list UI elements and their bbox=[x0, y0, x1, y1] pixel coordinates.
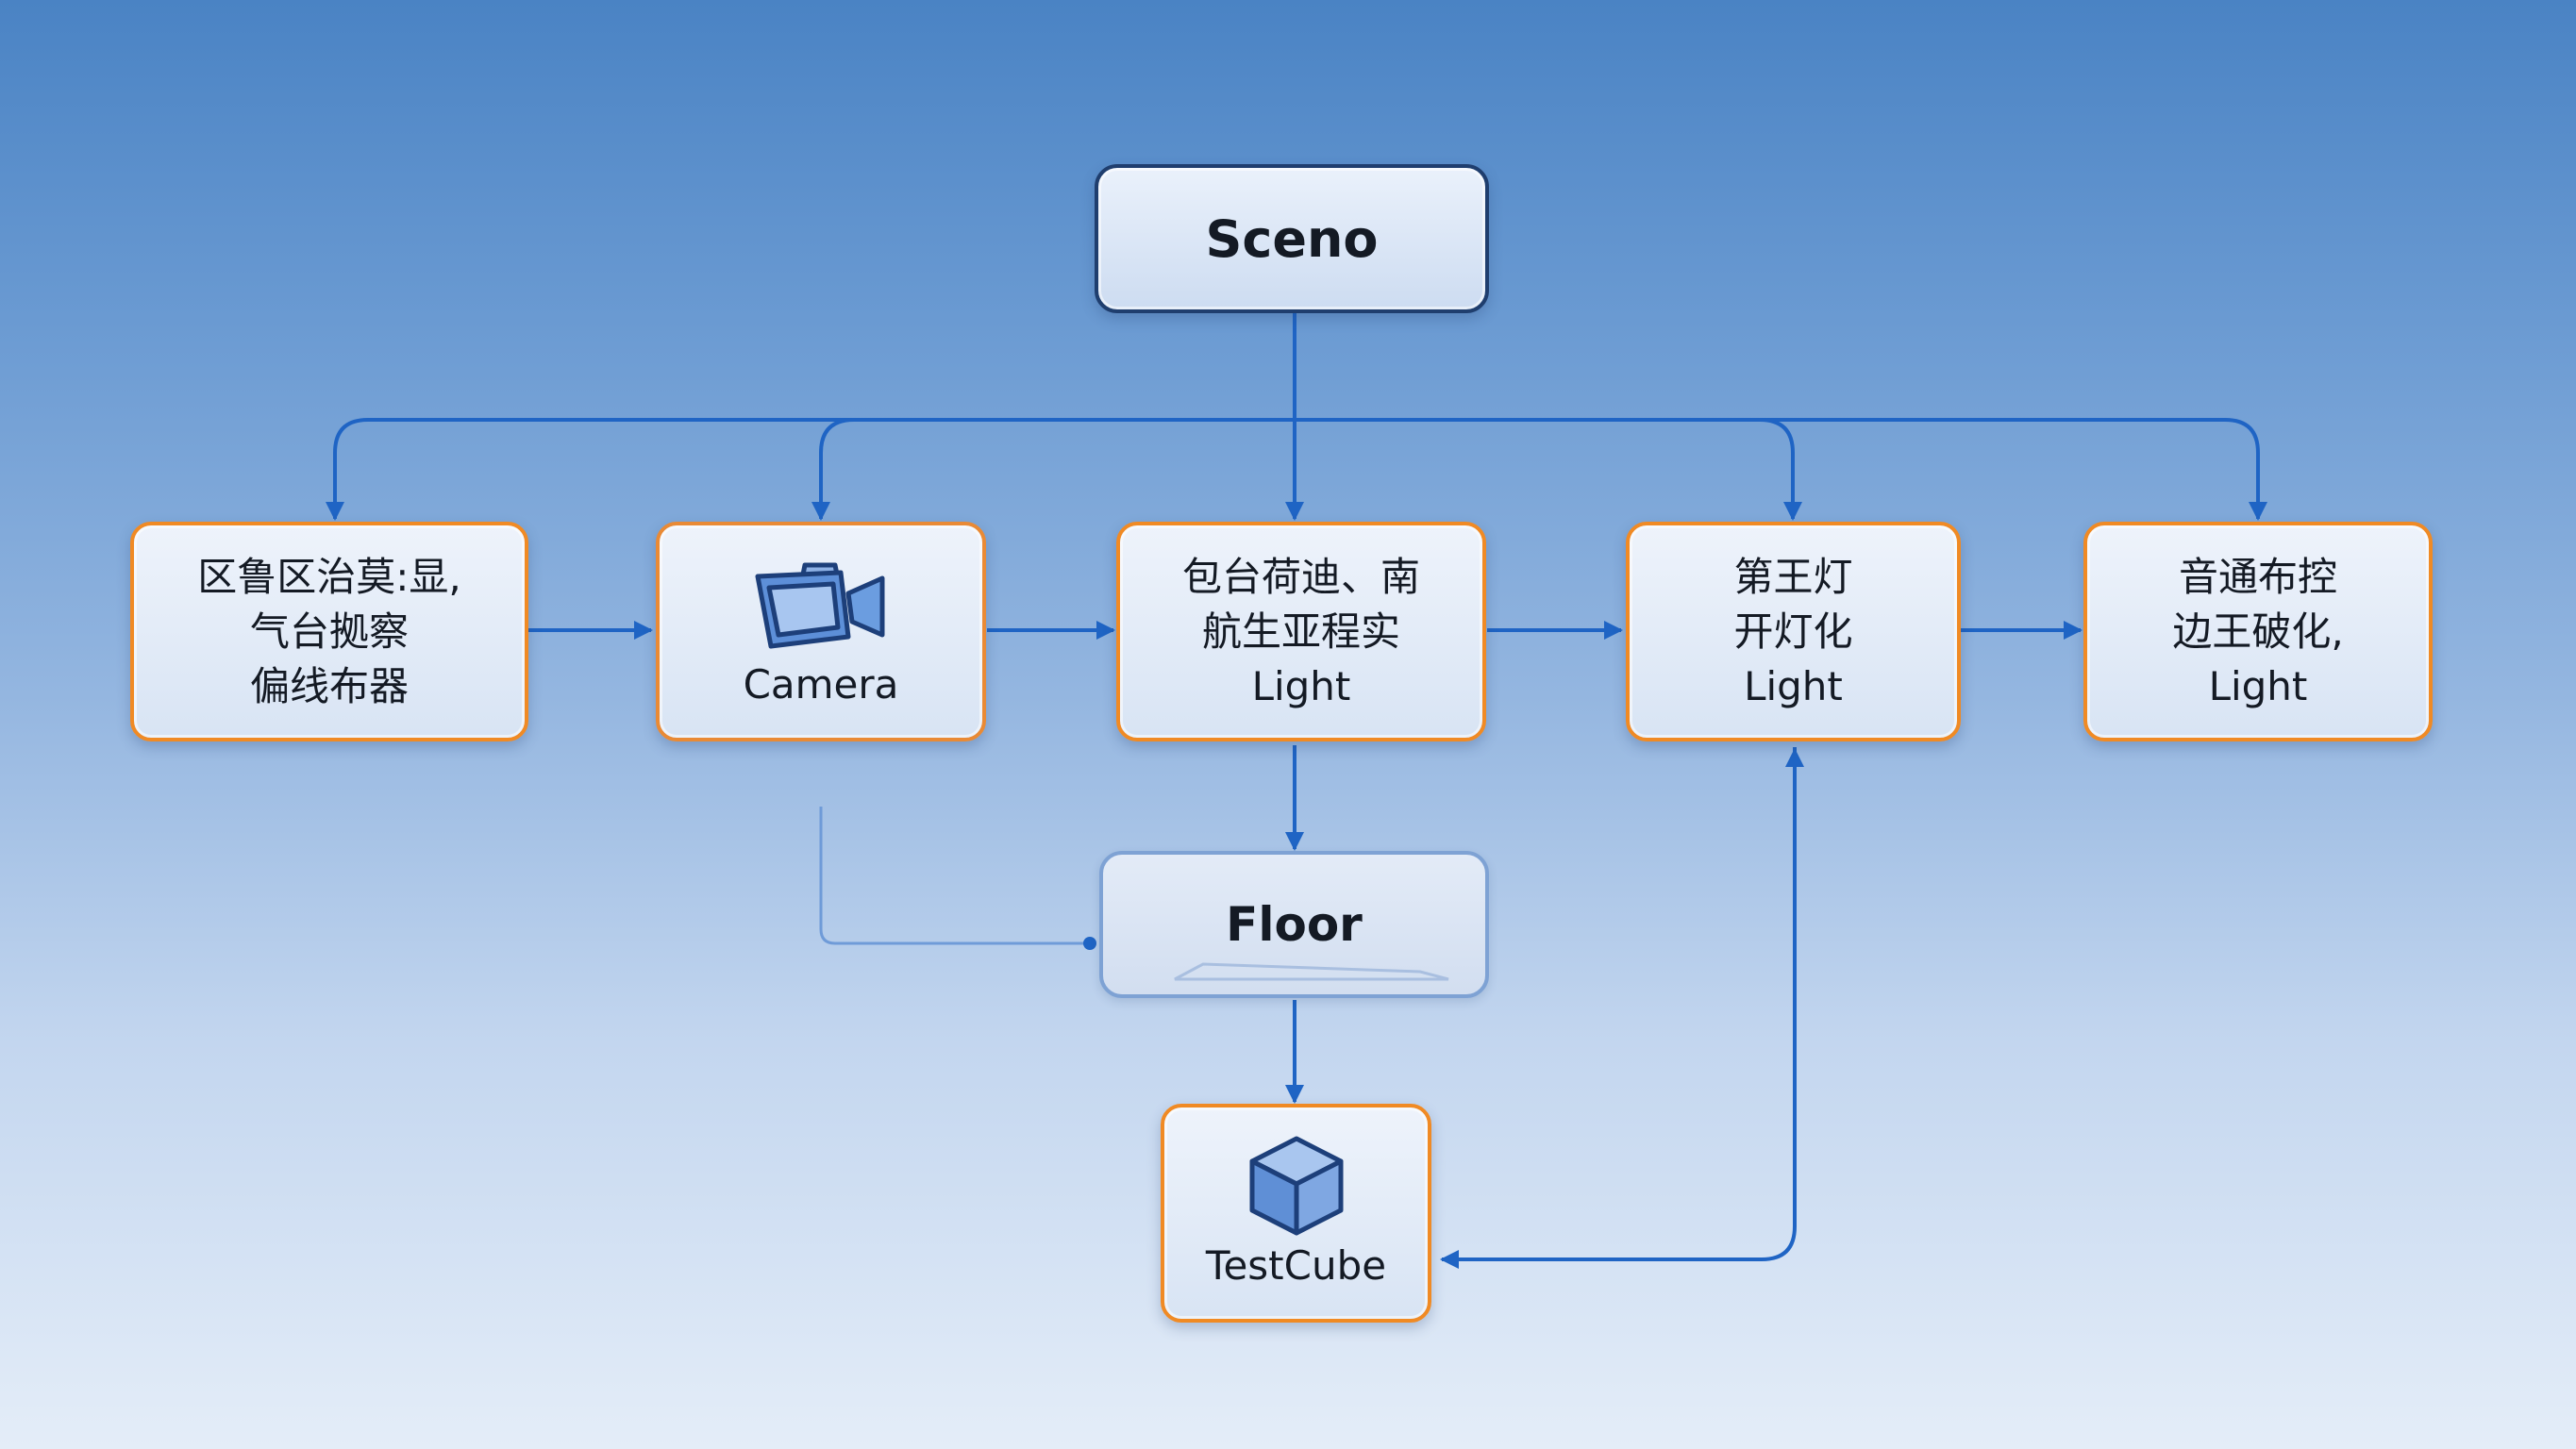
connector-dot bbox=[1083, 937, 1096, 950]
node-5[interactable]: 音通布控 边王破化, Light bbox=[2083, 522, 2433, 741]
floor-node[interactable]: Floor bbox=[1099, 851, 1489, 998]
node-4-line-1: 第王灯 bbox=[1733, 553, 1853, 600]
node-1[interactable]: 区鲁区治莫:显, 气台拠察 偏线布器 bbox=[130, 522, 528, 741]
scene-title: Sceno bbox=[1205, 208, 1379, 269]
node-5-line-2: 边王破化, bbox=[2172, 608, 2344, 655]
node-3[interactable]: 包台荷迪、南 航生亚程实 Light bbox=[1116, 522, 1486, 741]
node-1-line-1: 区鲁区治莫:显, bbox=[197, 553, 461, 600]
cube-icon bbox=[1249, 1136, 1343, 1236]
node-1-line-3: 偏线布器 bbox=[249, 662, 409, 709]
node-4-line-3: Light bbox=[1744, 662, 1843, 709]
node-4-line-2: 开灯化 bbox=[1733, 608, 1853, 655]
floor-plane-icon bbox=[1174, 962, 1449, 981]
node-3-line-1: 包台荷迪、南 bbox=[1181, 553, 1420, 600]
connector-to-n4 bbox=[1328, 418, 1802, 521]
node-5-line-1: 音通布控 bbox=[2178, 553, 2337, 600]
connector-camera-floor bbox=[819, 807, 1090, 945]
camera-label: Camera bbox=[743, 660, 899, 708]
connector-testcube-n4 bbox=[1440, 747, 1797, 1269]
node-5-line-3: Light bbox=[2208, 662, 2308, 709]
testcube-label: TestCube bbox=[1205, 1242, 1387, 1289]
testcube-node[interactable]: TestCube bbox=[1161, 1104, 1431, 1323]
node-1-line-2: 气台拠察 bbox=[249, 608, 409, 655]
floor-title: Floor bbox=[1226, 897, 1363, 952]
node-3-line-2: 航生亚程实 bbox=[1201, 608, 1400, 655]
scene-node[interactable]: Sceno bbox=[1095, 164, 1489, 313]
node-3-line-3: Light bbox=[1251, 662, 1351, 709]
camera-node[interactable]: Camera bbox=[656, 522, 986, 741]
node-4[interactable]: 第王灯 开灯化 Light bbox=[1626, 522, 1961, 741]
connector-to-camera bbox=[811, 418, 1262, 521]
camera-icon bbox=[755, 562, 885, 648]
